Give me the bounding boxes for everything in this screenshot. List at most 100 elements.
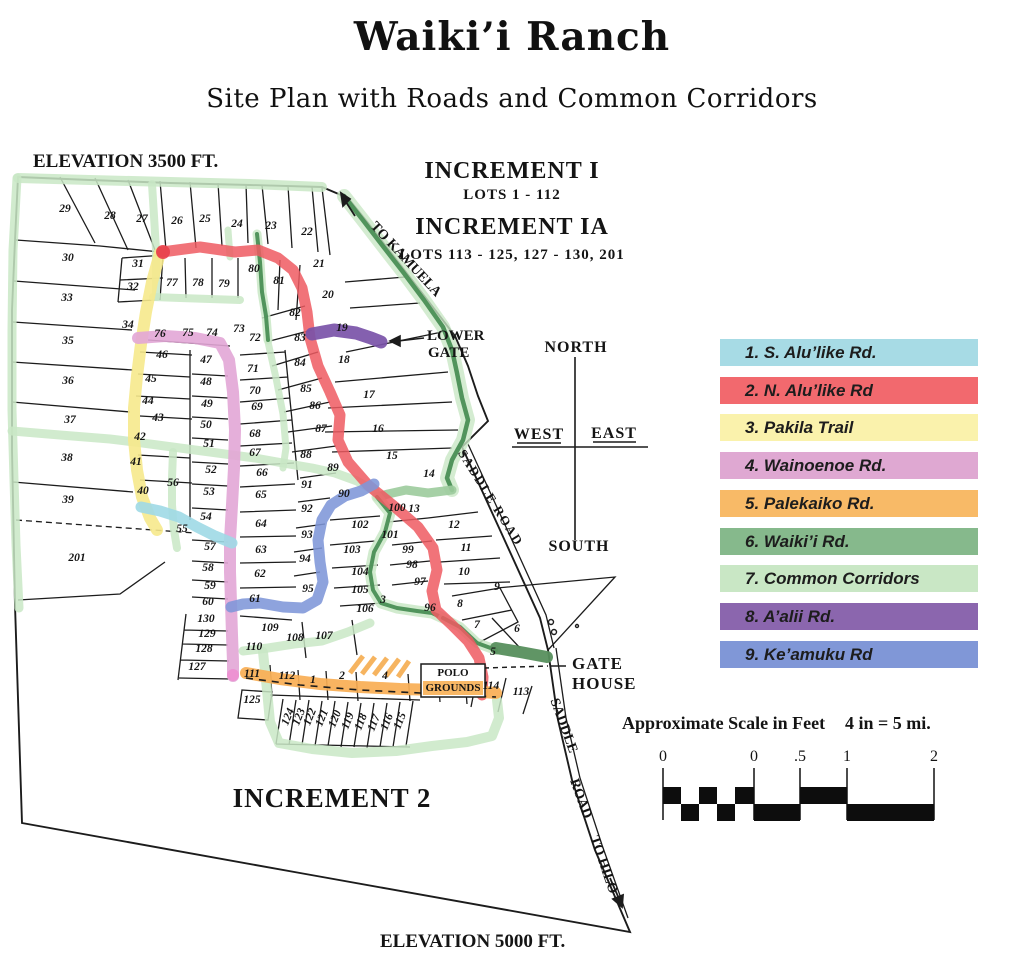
- road-waikii-rd-east: [341, 193, 471, 493]
- map-outer-boundary: [11, 176, 632, 934]
- page-title: Waiki’i Ranch: [353, 14, 671, 60]
- lot-number: 8: [457, 598, 463, 610]
- lot-number: 130: [197, 613, 215, 625]
- lot-number: 57: [204, 541, 217, 553]
- lot-number: 97: [414, 576, 427, 588]
- lot-number: 115: [392, 711, 409, 731]
- lot-number: 27: [135, 213, 149, 225]
- lot-number: 73: [233, 323, 245, 335]
- lot-number: 53: [203, 486, 215, 498]
- map-label: INCREMENT IA: [415, 214, 609, 240]
- lot-number: 108: [286, 632, 304, 644]
- lot-number: 32: [126, 281, 139, 293]
- lot-number: 60: [202, 596, 214, 608]
- lot-number: 39: [61, 494, 74, 506]
- lot-number: 101: [381, 529, 398, 541]
- map-label: GATE: [428, 345, 469, 361]
- lot-number: 25: [198, 213, 211, 225]
- lot-number: 7: [474, 619, 481, 631]
- lot-number: 45: [144, 373, 157, 385]
- lot-number: 58: [202, 562, 214, 574]
- lot-number: 107: [315, 630, 334, 642]
- lot-number: 3: [379, 594, 386, 606]
- lot-number: 106: [356, 603, 374, 615]
- road-common-corridor-increment2: [258, 647, 504, 758]
- scalebar-block: [735, 787, 754, 804]
- scalebar-tick-label: 0: [659, 748, 667, 765]
- legend-item-9: 9. Ke’amuku Rd: [720, 641, 978, 668]
- map-label: TO HILO: [586, 834, 620, 896]
- lot-number: 22: [300, 226, 313, 238]
- lot-number: 95: [302, 583, 314, 595]
- lot-number: 100: [388, 502, 406, 514]
- lot-number: 103: [343, 544, 361, 556]
- lot-number: 5: [490, 646, 496, 658]
- lot-number: 24: [230, 218, 243, 230]
- kamuela-arrow: [339, 191, 356, 217]
- lot-number: 70: [249, 385, 261, 397]
- lot-number: 111: [244, 668, 260, 680]
- map-label: HOUSE: [572, 674, 637, 693]
- lot-number: 105: [351, 584, 369, 596]
- scalebar-tick-label: 0: [750, 748, 758, 765]
- polo-grounds-hatch: [348, 654, 412, 679]
- lot-number: 21: [312, 258, 325, 270]
- legend-item-8: 8. A’alii Rd.: [720, 603, 978, 630]
- road-waikii-rd-center: [368, 495, 445, 620]
- roads-layer: [7, 173, 553, 758]
- lot-number: 66: [256, 467, 268, 479]
- scalebar-tick-label: 2: [930, 748, 938, 765]
- lot-number: 78: [192, 277, 204, 289]
- lot-number: 31: [131, 258, 144, 270]
- lot-number: 75: [182, 327, 194, 339]
- lot-number: 4: [381, 670, 388, 682]
- lot-number: 18: [338, 354, 350, 366]
- lot-number: 96: [424, 602, 436, 614]
- legend-item-label: 7. Common Corridors: [745, 569, 920, 588]
- legend-item-label: 8. A’alii Rd.: [745, 607, 836, 626]
- legend-item-7: 7. Common Corridors: [720, 565, 978, 592]
- legend-item-label: 9. Ke’amuku Rd: [745, 645, 873, 664]
- map-overlays: [156, 191, 648, 909]
- road-keamuku-rd: [225, 478, 380, 614]
- map-label: ELEVATION 5000 FT.: [380, 931, 565, 952]
- gatehouse-marks: [547, 618, 580, 636]
- lot-number: 14: [423, 468, 435, 480]
- map-label: SADDLE: [547, 697, 581, 756]
- plat-linework: [11, 176, 632, 934]
- lower-gate-arrow: [388, 334, 425, 348]
- lot-number: 55: [176, 523, 188, 535]
- legend-item-3: 3. Pakila Trail: [720, 414, 978, 441]
- lot-number: 9: [494, 581, 500, 593]
- road-end-pink: [227, 669, 239, 681]
- lot-number: 87: [315, 423, 328, 435]
- lot-number: 38: [60, 452, 73, 464]
- lot-number: 59: [204, 580, 216, 592]
- map-label: ROAD: [566, 777, 594, 821]
- legend-item-label: 3. Pakila Trail: [745, 418, 854, 437]
- lot-number: 36: [61, 375, 74, 387]
- scalebar-block: [681, 804, 699, 821]
- legend-item-1: 1. S. Alu’like Rd.: [720, 339, 978, 366]
- scalebar-block: [663, 787, 681, 804]
- lot-number: 112: [279, 670, 296, 682]
- polo-grounds-highlight: [423, 681, 483, 695]
- lot-number: 83: [294, 332, 306, 344]
- lot-number: 16: [372, 423, 384, 435]
- lot-number: 37: [63, 414, 77, 426]
- lot-number: 114: [483, 680, 500, 692]
- road-common-corridor-107: [238, 618, 375, 656]
- lot-number: 69: [251, 401, 263, 413]
- legend-item-5: 5. Palekaiko Rd.: [720, 490, 978, 517]
- road-common-corridor-73: [264, 338, 290, 472]
- lot-number: 129: [198, 628, 216, 640]
- lot-number: 71: [247, 363, 259, 375]
- lot-number: 11: [461, 542, 472, 554]
- lot-number: 47: [199, 354, 213, 366]
- map-label: INCREMENT 2: [233, 783, 432, 813]
- road-common-corridor-56: [168, 448, 181, 552]
- lot-number: 54: [200, 511, 212, 523]
